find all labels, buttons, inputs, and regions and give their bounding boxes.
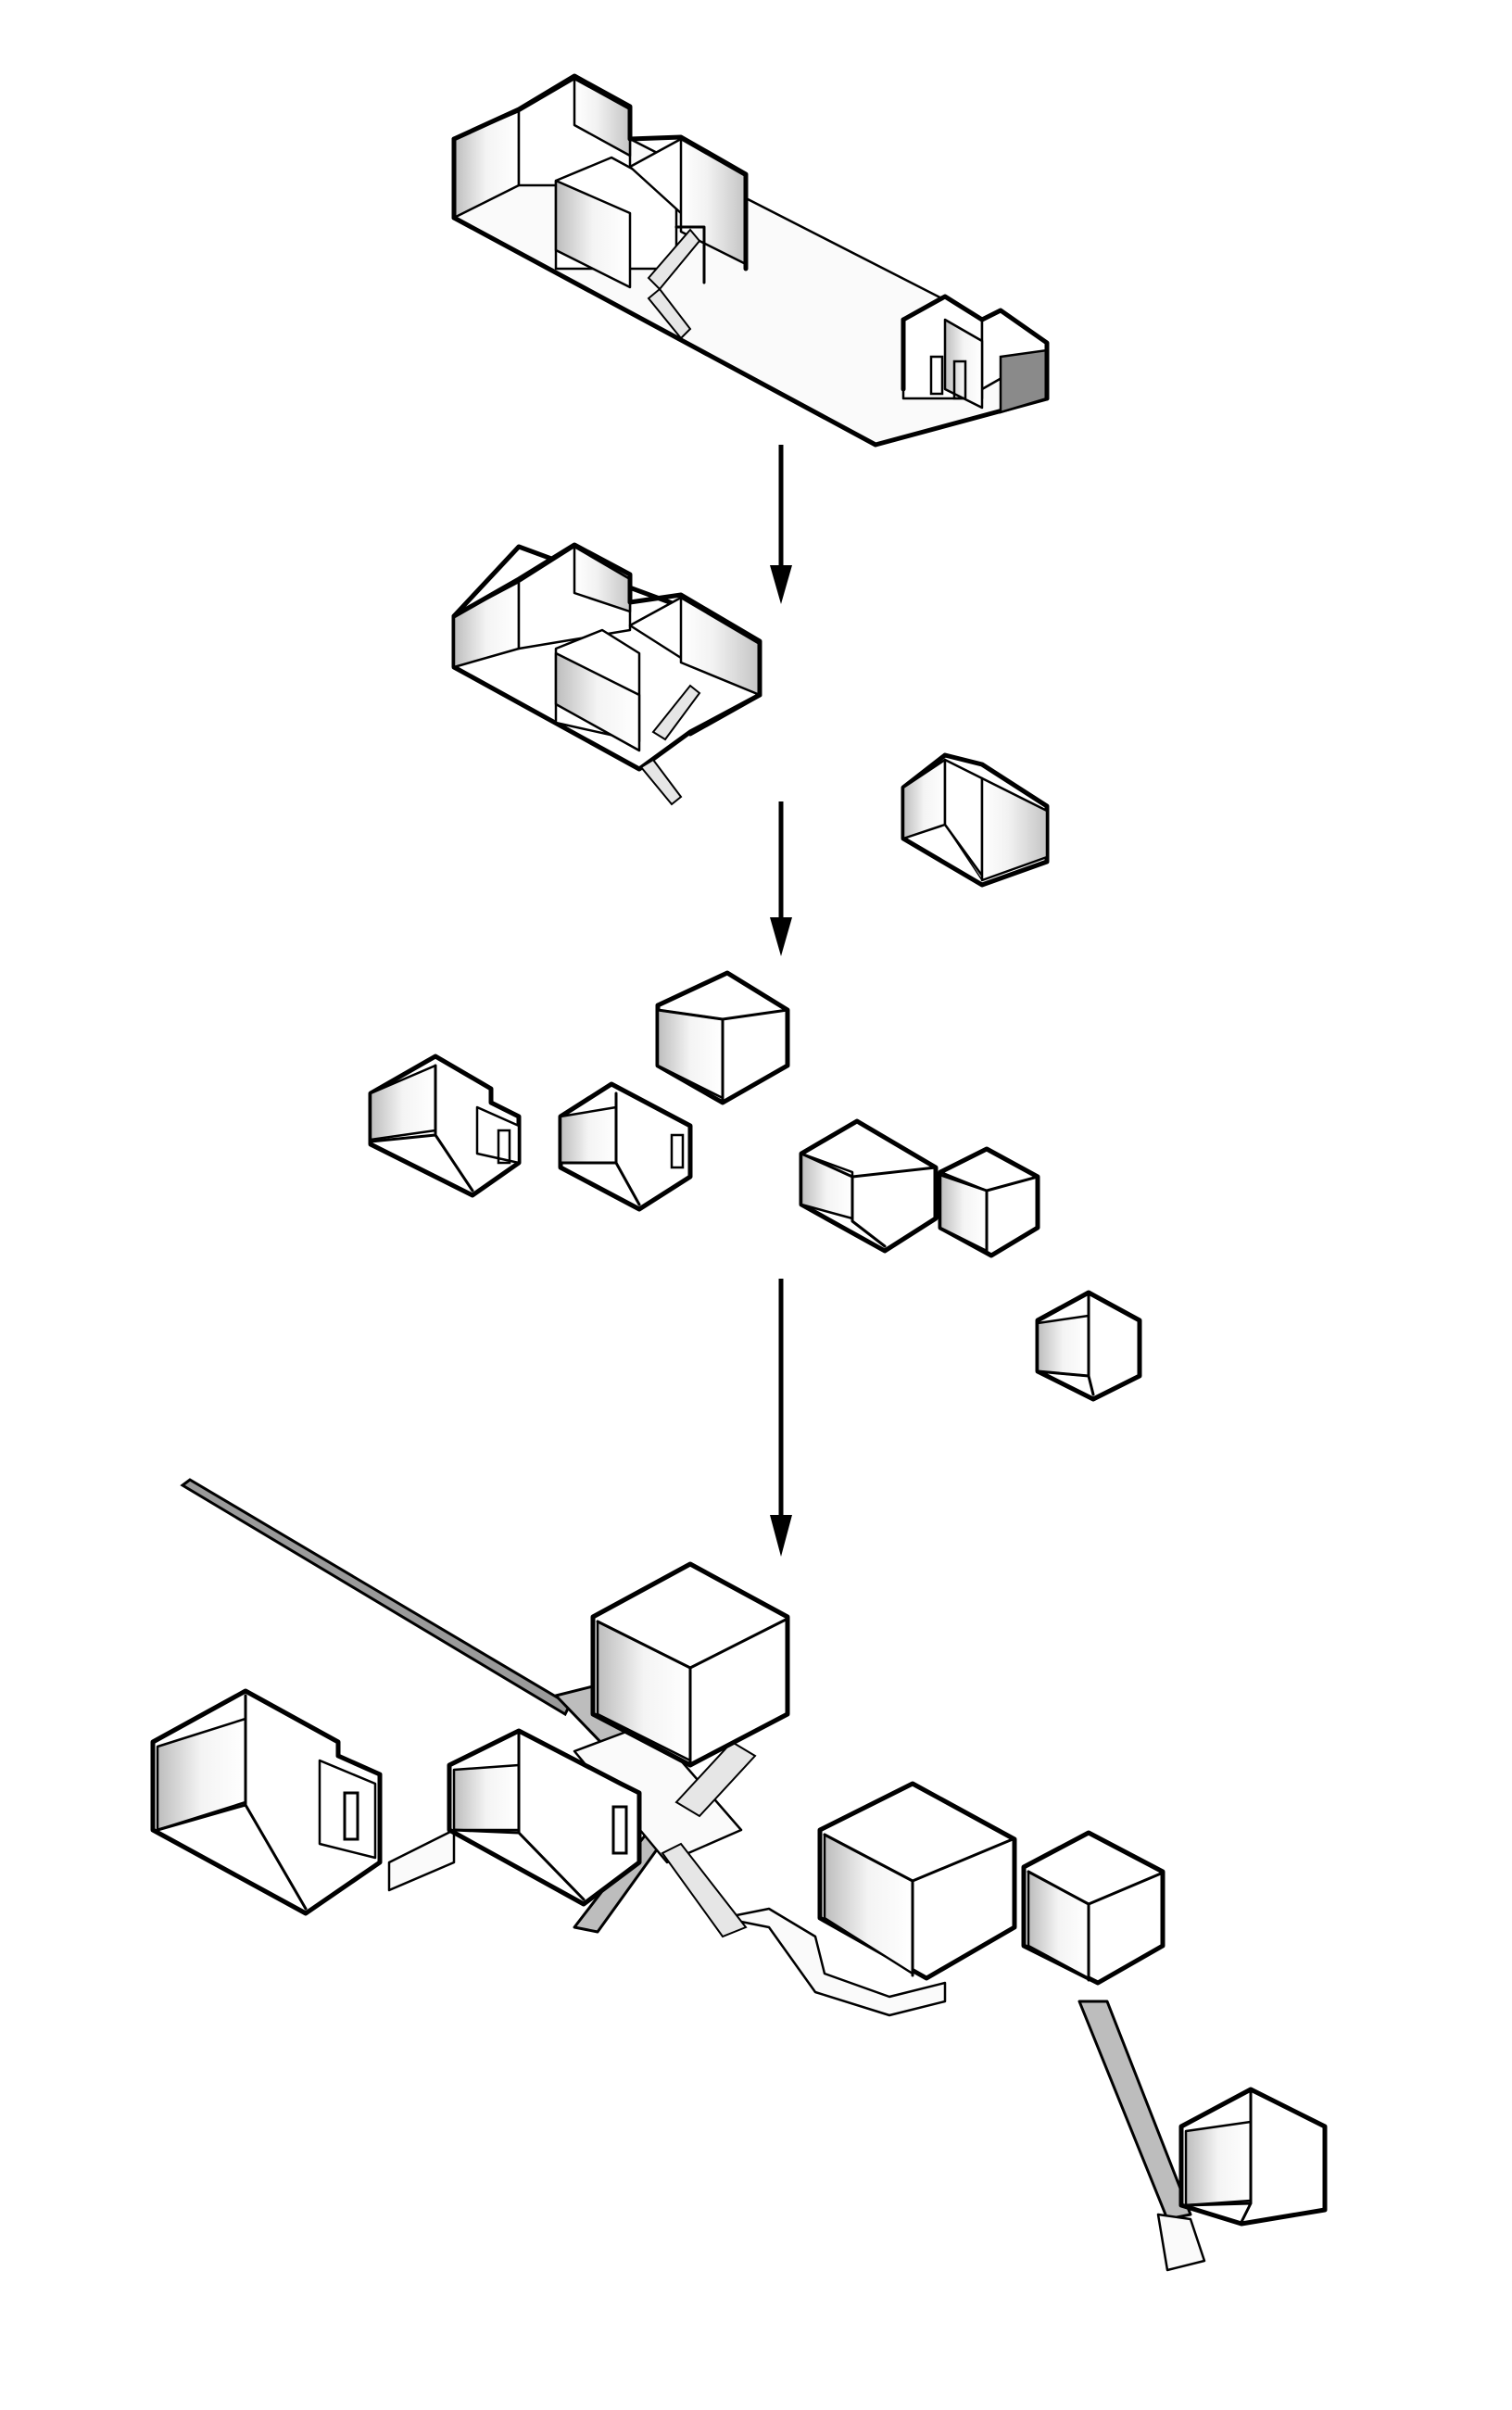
box-f	[1035, 1290, 1142, 1402]
box-d	[799, 1118, 939, 1254]
stage-3-exploded	[368, 970, 1142, 1402]
path-right	[721, 1907, 947, 2017]
stage-4-reassembled	[150, 1478, 1328, 2272]
stage-1-room-cluster	[451, 73, 749, 340]
stage-2-end-block	[901, 752, 1050, 888]
ramp-lower	[1077, 2000, 1192, 2221]
box-left	[150, 1688, 383, 1916]
box-e	[938, 1146, 1040, 1258]
arrow-3	[770, 1279, 792, 1557]
stage-2-main-block	[451, 542, 762, 806]
box-top-center	[590, 1561, 790, 1768]
stage-1-full-plan	[451, 73, 1050, 448]
long-rail	[180, 1478, 572, 1717]
stage-1-end-rooms	[901, 294, 1050, 414]
path-bottom	[1156, 2213, 1206, 2272]
arrow-1	[770, 445, 792, 604]
stage-1-slab-edge	[451, 215, 1050, 448]
box-c	[558, 1081, 693, 1212]
stair-lower	[661, 1842, 748, 1938]
box-middle	[447, 1728, 642, 1907]
connector-left	[387, 1828, 456, 1892]
box-right-small	[1021, 1830, 1166, 1986]
arrow-2	[770, 801, 792, 956]
box-a	[655, 970, 790, 1105]
stage-2-split	[451, 542, 1050, 888]
box-bottom	[1178, 2087, 1328, 2227]
stair-upper	[674, 1740, 757, 1818]
box-right-large	[817, 1781, 1017, 1981]
box-b	[368, 1054, 522, 1198]
